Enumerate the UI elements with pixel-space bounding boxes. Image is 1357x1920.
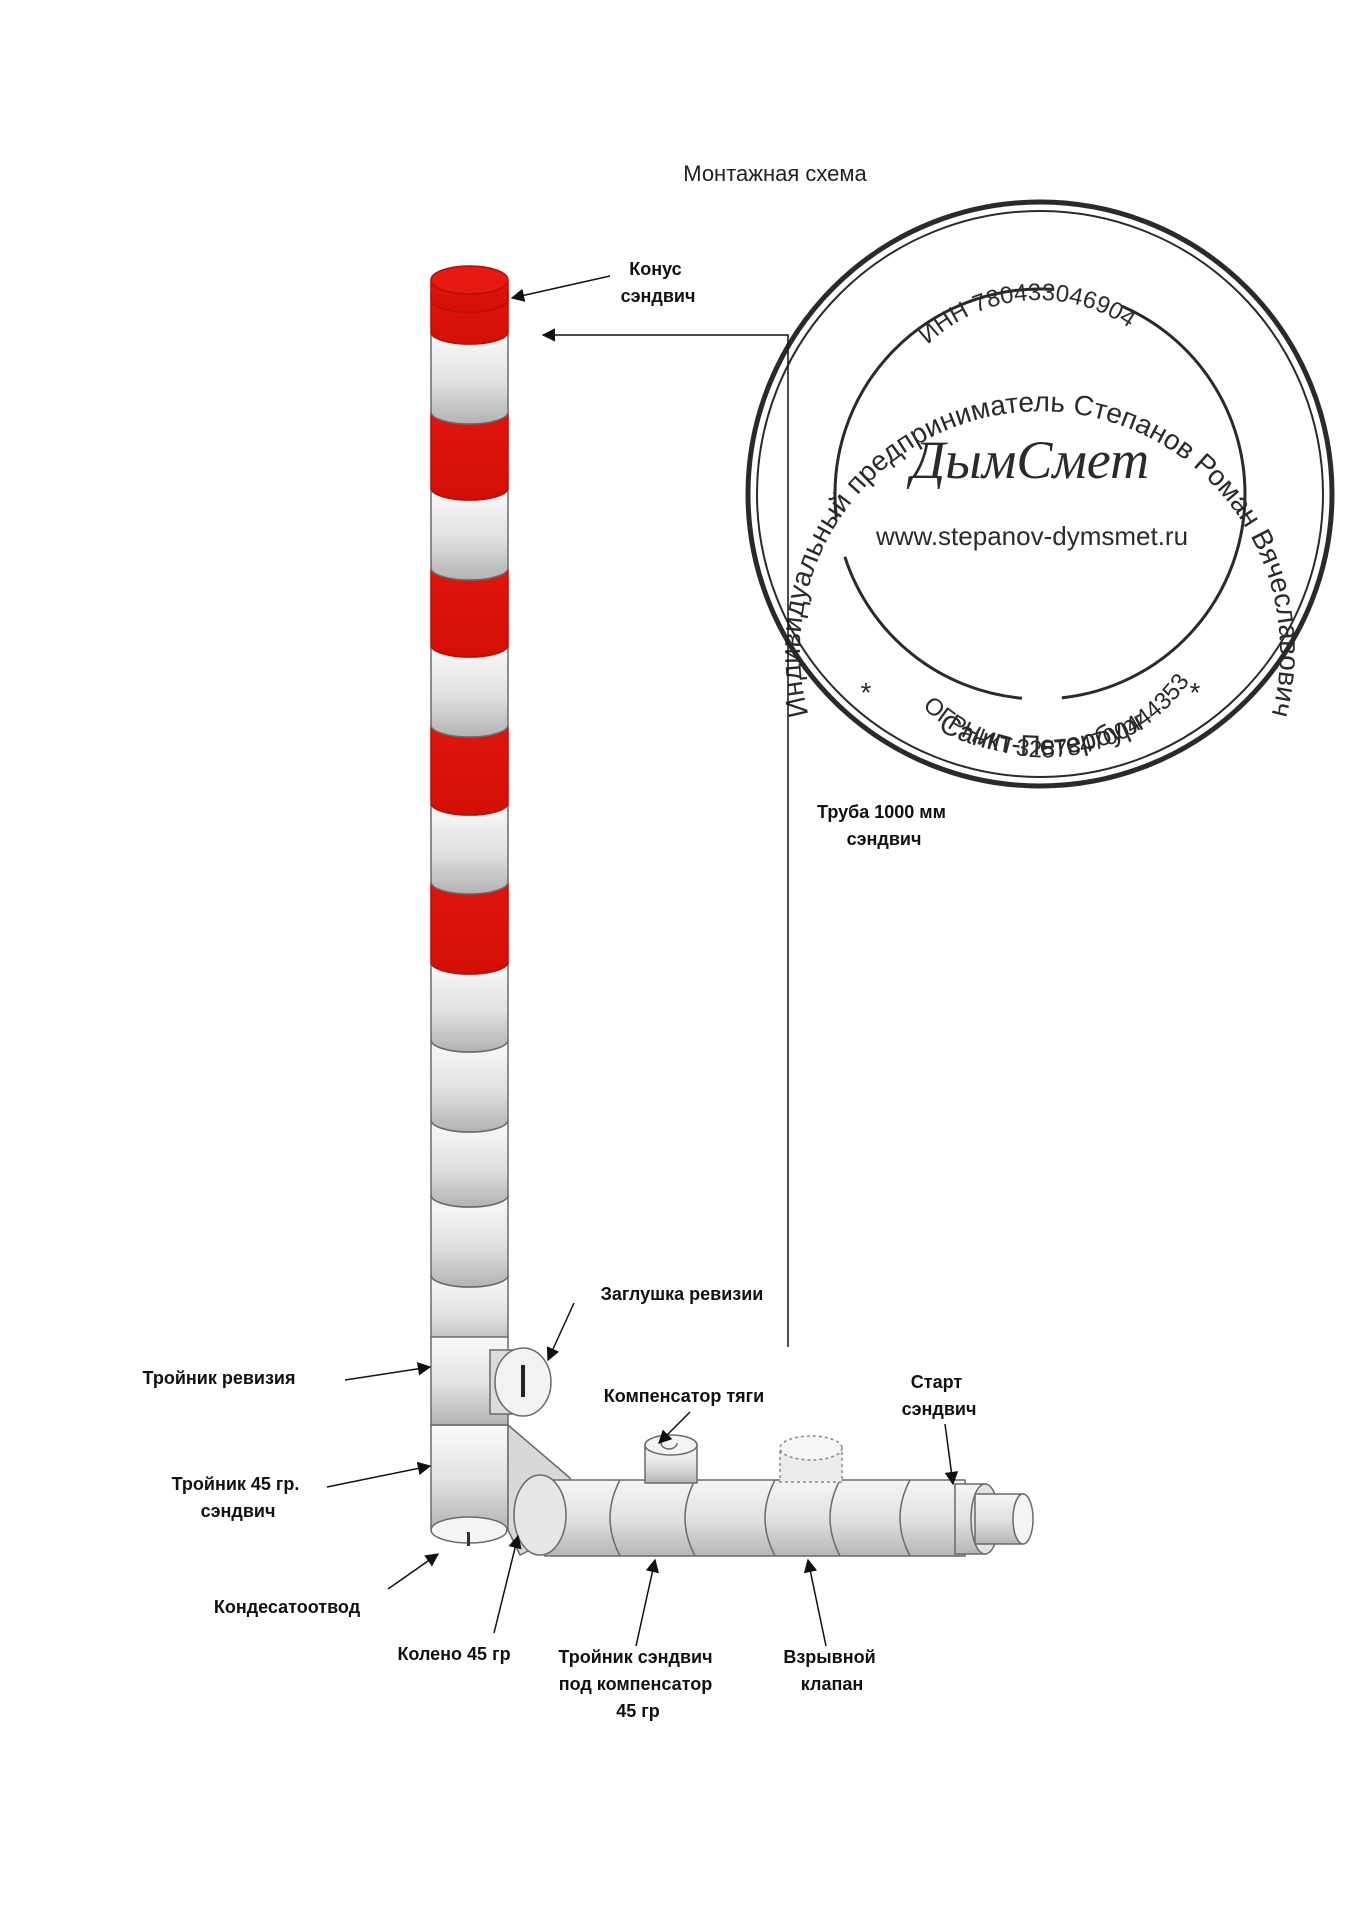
draft-compensator-top <box>644 1434 698 1456</box>
stamp-inner-ring <box>833 287 1247 701</box>
label-troynik45: Тройник 45 гр. сэндвич <box>172 1474 305 1521</box>
pipe-red-band <box>430 411 509 501</box>
leader-klapan <box>803 1558 827 1647</box>
tee-45-body <box>430 1424 509 1531</box>
leader-troynik-sendvich <box>635 1558 659 1647</box>
label-konus: Конус сэндвич <box>621 259 696 306</box>
pipe-segment <box>430 644 509 738</box>
stamp-outer-ring <box>745 199 1335 789</box>
start-inner-end <box>1012 1493 1034 1545</box>
vertical-chimney <box>430 265 509 1350</box>
leader-konus <box>510 275 611 302</box>
pipe-seam <box>829 1479 841 1557</box>
leader-truba <box>541 328 789 1347</box>
label-troynik-revizia: Тройник ревизия <box>143 1368 296 1388</box>
label-troynik-sendvich: Тройник сэндвич под компенсатор 45 гр <box>558 1647 717 1721</box>
page-title: Монтажная схема <box>683 161 867 186</box>
label-koleno: Колено 45 гр <box>397 1644 510 1664</box>
revision-cap-slot <box>521 1365 525 1397</box>
pipe-red-band <box>430 881 509 975</box>
leader-start <box>944 1423 959 1486</box>
pipe-seam <box>684 1479 696 1557</box>
stamp-brand: ДымСмет <box>906 430 1149 490</box>
label-truba: Труба 1000 мм сэндвич <box>817 802 951 849</box>
stamp-city: Санкт-Петербург <box>935 704 1151 761</box>
cone-top <box>430 265 509 295</box>
leader-koleno <box>493 1534 522 1634</box>
explosion-valve-top <box>779 1435 843 1461</box>
pipe-segment <box>430 1194 509 1288</box>
leader-lines <box>326 275 959 1647</box>
pipe-segment <box>430 802 509 895</box>
pipe-segment <box>430 961 509 1053</box>
pipe-segment <box>430 1119 509 1208</box>
pipe-segment <box>430 1039 509 1133</box>
leader-zaglushka <box>546 1302 575 1362</box>
pipe-seam <box>764 1479 776 1557</box>
elbow-opening <box>513 1474 567 1556</box>
leader-troynik-revizia <box>344 1362 432 1381</box>
pipe-seam <box>609 1479 621 1557</box>
label-klapan: Взрывной клапан <box>783 1647 880 1694</box>
pipe-segment <box>430 331 509 425</box>
pipe-red-band <box>430 567 509 658</box>
part-labels: Конус сэндвич Труба 1000 мм сэндвич Загл… <box>143 259 977 1721</box>
label-zaglushka: Заглушка ревизии <box>601 1284 764 1304</box>
stamp-star-right: * <box>1190 677 1201 708</box>
company-stamp: Индивидуальный предприниматель Степанов … <box>745 199 1335 789</box>
label-start: Старт сэндвич <box>902 1372 977 1419</box>
pipe-red-band <box>430 724 509 816</box>
stamp-url: www.stepanov-dymsmet.ru <box>875 521 1188 551</box>
leader-troynik45 <box>326 1461 432 1488</box>
drain-slot <box>467 1532 470 1546</box>
stamp-star-left: * <box>861 677 872 708</box>
pipe-segment <box>430 487 509 581</box>
leader-kompensator <box>658 1411 691 1444</box>
stamp-outer-ring-thin <box>756 210 1324 778</box>
label-kondensat: Кондесатоотвод <box>214 1597 361 1617</box>
horizontal-assembly <box>430 1336 1034 1557</box>
pipe-seam <box>899 1479 911 1557</box>
label-kompensator: Компенсатор тяги <box>604 1386 765 1406</box>
leader-kondensat <box>387 1553 440 1590</box>
horizontal-pipe <box>544 1479 966 1557</box>
